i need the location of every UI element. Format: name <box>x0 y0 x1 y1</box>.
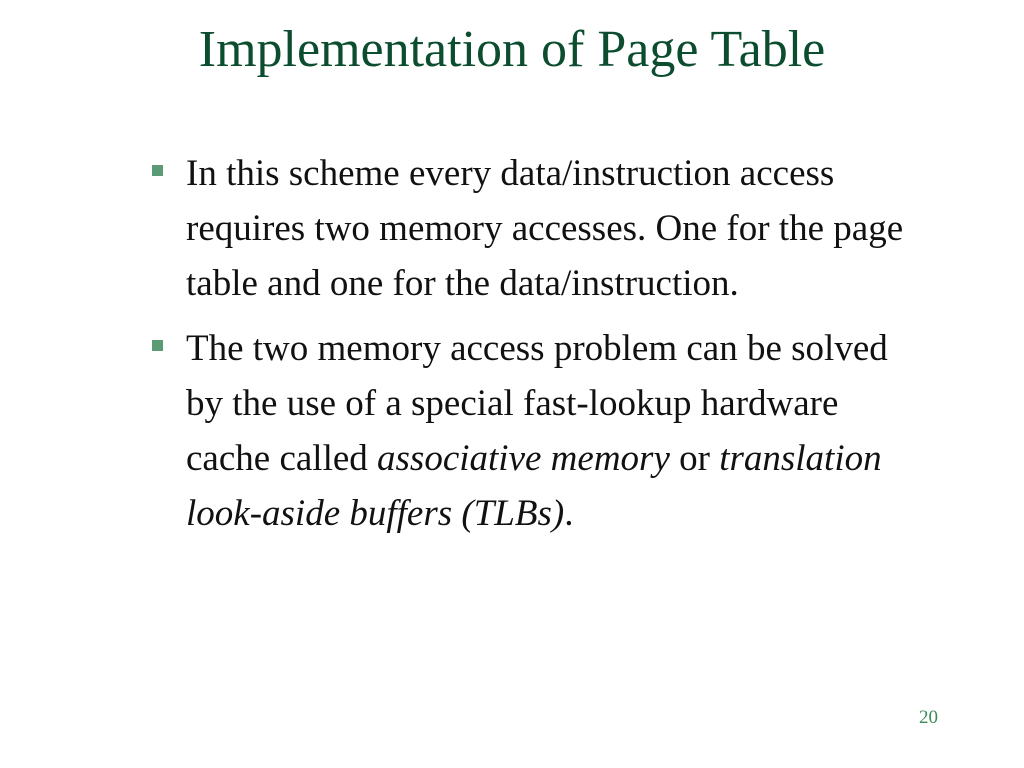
page-number: 20 <box>919 707 938 728</box>
bullet-text: In this scheme every data/instruction ac… <box>186 153 904 304</box>
bullet-text: The two memory access problem can be sol… <box>186 328 888 534</box>
bullet-list: In this scheme every data/instruction ac… <box>150 146 910 551</box>
term-associative-memory: associative memory <box>377 438 670 479</box>
square-bullet-icon <box>152 340 163 351</box>
bullet-text-mid: or <box>669 438 720 479</box>
bullet-item-1: In this scheme every data/instruction ac… <box>150 146 910 311</box>
square-bullet-icon <box>152 165 163 176</box>
bullet-text-post: . <box>564 493 574 534</box>
bullet-text-pre: The two memory access problem can be sol… <box>186 328 888 479</box>
term-tlb: translation look-aside buffers (TLBs) <box>186 438 882 534</box>
bullet-item-2: The two memory access problem can be sol… <box>150 321 910 541</box>
slide-title: Implementation of Page Table <box>198 21 826 78</box>
